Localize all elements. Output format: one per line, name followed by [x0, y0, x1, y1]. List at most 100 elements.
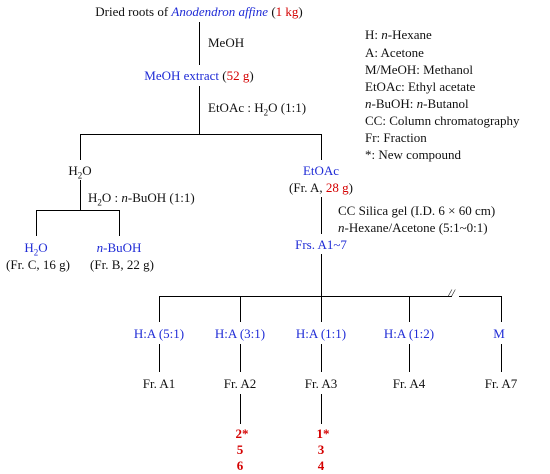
starting-qty: 1 kg — [275, 4, 299, 19]
etoac-qty: 28 g — [325, 180, 349, 195]
legend-column-chromatography: CC: Column chromatography — [365, 113, 520, 128]
starting-material-prefix: Dried roots of — [95, 4, 172, 19]
cc-condition-1: CC Silica gel (I.D. 6 × 60 cm) — [338, 203, 496, 218]
branch-line-right — [459, 296, 502, 297]
legend-acetone: A: Acetone — [365, 45, 424, 60]
partition2-n: n — [121, 190, 128, 205]
water-final: H2O — [24, 240, 47, 261]
etoac-phase: EtOAc — [303, 163, 339, 178]
legend-key: Fr: — [365, 130, 384, 145]
branch-connector-4 — [409, 296, 410, 322]
connector-to-buoh — [119, 210, 120, 236]
extract-open: ( — [219, 68, 227, 83]
legend-key: A: — [365, 45, 381, 60]
extract-label: MeOH extract — [144, 68, 220, 83]
etoac-fraction: (Fr. A, 28 g) — [289, 180, 353, 195]
water-final-h: H — [24, 240, 34, 255]
buoh-label: -BuOH — [103, 240, 142, 255]
legend-key: H: — [365, 27, 382, 42]
cc-eluent: -Hexane/Acetone (5:1~0:1) — [344, 220, 488, 235]
compound-2: 2* — [235, 426, 249, 441]
partition2-mid: O : — [101, 190, 122, 205]
legend-italic: n — [365, 96, 372, 111]
compound-stem-a3 — [321, 394, 322, 424]
connector-extract-partition — [199, 86, 200, 134]
connector-water-partition — [80, 180, 81, 210]
legend-key: CC: — [365, 113, 390, 128]
etoac-fr-open: (Fr. A, — [289, 180, 326, 195]
branch-solvent-1: H:A (5:1) — [133, 326, 185, 341]
meoh-extract: MeOH extract (52 g) — [144, 68, 253, 83]
branch-connector-3 — [321, 296, 322, 322]
partition2-right: -BuOH (1:1) — [127, 190, 195, 205]
extract-close: ) — [249, 68, 254, 83]
legend-val: -BuOH: — [371, 96, 417, 111]
water-phase-h: H — [68, 163, 78, 178]
partition-line-1 — [80, 134, 322, 135]
branch-line-left — [159, 296, 452, 297]
compound-6: 6 — [236, 458, 244, 473]
qty-close: ) — [298, 4, 303, 19]
partition1-right: O (1:1) — [268, 100, 307, 115]
legend-val: Methanol — [423, 62, 473, 77]
water-final-sub: 2 — [33, 247, 39, 258]
connector-to-water-final — [36, 210, 37, 236]
legend-key: M/MeOH: — [365, 62, 424, 77]
legend-new-compound: *: New compound — [365, 147, 461, 162]
compound-5: 5 — [236, 442, 244, 457]
compound-4: 4 — [317, 458, 325, 473]
step-meoh-label: MeOH — [208, 35, 245, 50]
legend-hexane: H: n-Hexane — [365, 27, 432, 42]
branch-solvent-5: M — [493, 326, 505, 341]
water-final-o: O — [38, 240, 48, 255]
fraction-c: (Fr. C, 16 g) — [6, 257, 70, 272]
fraction-a7: Fr. A7 — [484, 376, 518, 391]
legend-val: Ethyl acetate — [407, 79, 476, 94]
step-partition-2: H2O : n-BuOH (1:1) — [88, 190, 195, 211]
legend-val: Acetone — [380, 45, 424, 60]
etoac-fr-close: ) — [348, 180, 353, 195]
partition1-left: EtOAc : H — [208, 100, 264, 115]
water-phase-sub: 2 — [77, 170, 83, 181]
branch-solvent-2: H:A (3:1) — [214, 326, 266, 341]
legend-butanol: n-BuOH: n-Butanol — [365, 96, 469, 111]
branch-solvent-4: H:A (1:2) — [383, 326, 435, 341]
fraction-a4: Fr. A4 — [392, 376, 426, 391]
legend-italic: n — [381, 27, 388, 42]
legend-val-2: -Butanol — [423, 96, 469, 111]
water-phase-o: O — [82, 163, 92, 178]
connector-start-extract — [199, 22, 200, 65]
water-phase: H2O — [68, 163, 91, 184]
partition-line-2 — [36, 210, 120, 211]
cc-n: n — [338, 220, 345, 235]
legend-val: Fraction — [383, 130, 427, 145]
partition2-sub: 2 — [97, 197, 102, 208]
connector-etoac-frs — [321, 197, 322, 234]
etoac-label: EtOAc — [302, 163, 340, 178]
partition2-h: H — [88, 190, 98, 205]
branch-stem-5 — [501, 344, 502, 372]
plant-name: Anodendron affine — [171, 4, 269, 19]
branch-stem-3 — [321, 344, 322, 372]
legend-italic-2: n — [416, 96, 424, 111]
step-partition-1: EtOAc : H2O (1:1) — [208, 100, 306, 121]
fractions-label: Frs. A1~7 — [295, 237, 347, 252]
break-mark: // — [448, 286, 455, 300]
fraction-b: (Fr. B, 22 g) — [90, 257, 154, 272]
fraction-a2: Fr. A2 — [223, 376, 257, 391]
partition1-sub: 2 — [263, 107, 269, 118]
legend-val: Column chromatography — [389, 113, 520, 128]
connector-to-water — [80, 134, 81, 160]
qty-open: ( — [268, 4, 276, 19]
legend-ethyl-acetate: EtOAc: Ethyl acetate — [365, 79, 475, 94]
branch-connector-5 — [501, 296, 502, 322]
branch-stem-1 — [159, 344, 160, 372]
cc-condition-2: n-Hexane/Acetone (5:1~0:1) — [338, 220, 488, 235]
branch-solvent-3: H:A (1:1) — [295, 326, 347, 341]
fraction-a1: Fr. A1 — [142, 376, 176, 391]
buoh-final: n-BuOH — [97, 240, 142, 255]
legend-key: EtOAc: — [365, 79, 408, 94]
connector-frs-branches — [321, 254, 322, 296]
starting-material: Dried roots of Anodendron affine (1 kg) — [95, 4, 303, 19]
legend-val: -Hexane — [387, 27, 432, 42]
